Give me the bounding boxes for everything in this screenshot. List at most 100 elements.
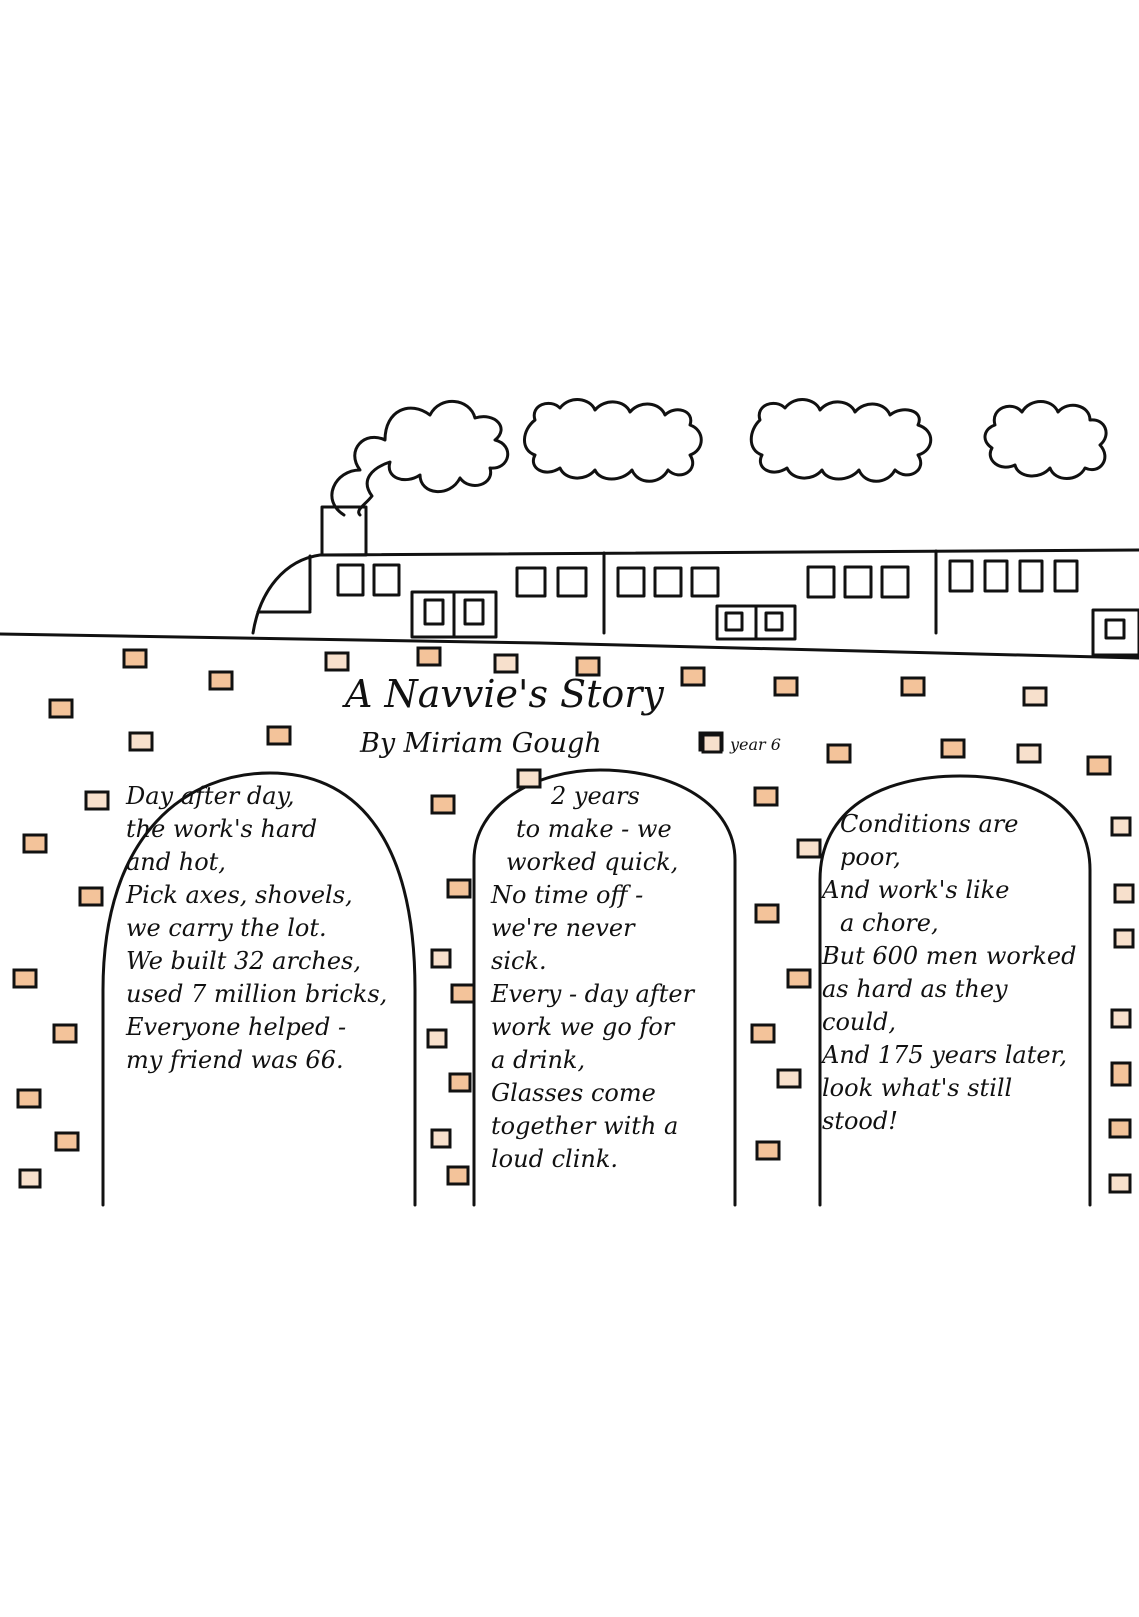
train-body [251,548,1139,635]
brick [22,833,48,854]
poem-line: worked quick, [506,848,679,876]
poem-line: Pick axes, shovels, [126,881,353,909]
brick [900,676,926,697]
brick [416,646,442,667]
poem-line: Every - day after [491,980,695,1008]
year-tag: year 6 [730,735,781,754]
brick [701,733,723,754]
brick [448,1072,472,1093]
train-window [1053,559,1079,593]
poem-line: as hard as they [822,975,1008,1003]
brick [1113,883,1135,904]
train-window [806,565,836,599]
arch-middle [472,768,737,1207]
poem-line: We built 32 arches, [126,947,361,975]
brick [54,1131,80,1152]
poem-line: And 175 years later, [822,1041,1068,1069]
brick [12,968,38,989]
brick [754,903,780,924]
brick [773,676,799,697]
poem-line: a drink, [491,1046,586,1074]
brick [1108,1118,1132,1139]
poem-line: together with a [491,1112,679,1140]
brick [266,725,292,746]
poem-line: stood! [822,1107,898,1135]
poem-line: But 600 men worked [822,942,1077,970]
brick [680,666,706,687]
brick [1108,1173,1132,1194]
smoke-cloud [523,398,703,483]
train-window [616,566,646,598]
poem-line: Day after day, [126,782,295,810]
brick [446,878,472,899]
stanza-middle: 2 years to make - we worked quick, No ti… [491,780,741,1176]
brick [1113,928,1135,949]
stanza-left: Day after day, the work's hard and hot, … [126,780,416,1077]
brick [450,983,476,1004]
poem-line: No time off - [491,881,644,909]
brick [753,786,779,807]
brick [426,1028,448,1049]
brick [430,1128,452,1149]
poem-line: And work's like [822,876,1010,904]
brick [324,651,350,672]
brick [430,948,452,969]
poem-title: A Navvie's Story [345,672,664,716]
poem-line: and hot, [126,848,226,876]
brick [940,738,966,759]
brick [48,698,74,719]
poem-line: sick. [491,947,547,975]
brick [516,768,542,789]
arch-left [101,771,417,1207]
brick [1086,755,1112,776]
brick [776,1068,802,1089]
brick [208,670,234,691]
brick [78,886,104,907]
poem-line: used 7 million bricks, [126,980,388,1008]
poem-line: look what's still [822,1074,1013,1102]
brick [786,968,812,989]
train-window [880,565,910,599]
arch-right [818,774,1092,1207]
brick [84,790,110,811]
poem-line: Conditions are [840,810,1019,838]
brick [1110,1061,1132,1087]
brick [796,838,822,859]
brick [575,656,601,677]
brick [122,648,148,669]
poem-line: 2 years [551,782,640,810]
poem-line: Everyone helped - [126,1013,347,1041]
train-door [1091,608,1139,657]
train-window [556,566,588,598]
brick [52,1023,78,1044]
brick [1022,686,1048,707]
train-window [948,559,974,593]
stanza-right: Conditions are poor, And work's like a c… [822,808,1112,1138]
brick [128,731,154,752]
brick [1016,743,1042,764]
brick [826,743,852,764]
brick [1110,1008,1132,1029]
train-window [653,566,683,598]
train-window [1018,559,1044,593]
brick [1110,816,1132,837]
poem-line: my friend was 66. [126,1046,344,1074]
train-window [336,563,365,597]
brick [750,1023,776,1044]
train-window [372,563,401,597]
brick [755,1140,781,1161]
train-window [843,565,873,599]
smoke-plume [330,399,510,517]
brick [493,653,519,674]
train-window [983,559,1009,593]
poem-line: we carry the lot. [126,914,327,942]
poem-line: a chore, [840,909,939,937]
poem-line: we're never [491,914,635,942]
poem-line: the work's hard [126,815,318,843]
train-window [690,566,720,598]
poem-byline: By Miriam Gough [360,728,602,759]
rail-line [0,632,1139,660]
brick [16,1088,42,1109]
train-window [515,566,547,598]
